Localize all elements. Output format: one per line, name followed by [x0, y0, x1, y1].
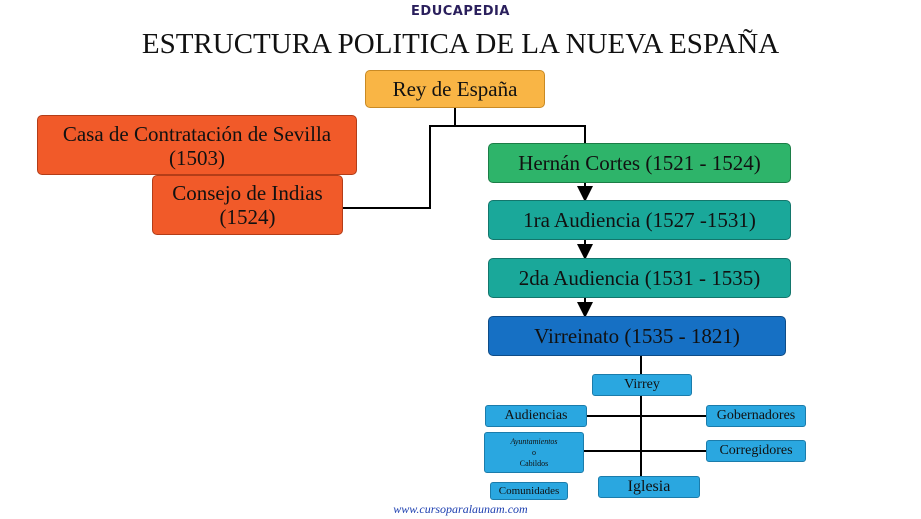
- casa-label-line1: Casa de Contratación de Sevilla: [62, 122, 332, 146]
- footer-url[interactable]: www.cursoparalaunam.com: [393, 502, 528, 516]
- comunidades-node: Comunidades: [490, 482, 568, 500]
- audiencia2-label: 2da Audiencia (1531 - 1535): [518, 265, 761, 290]
- virreinato-label: Virreinato (1535 - 1821): [534, 323, 740, 348]
- rey-label: Rey de España: [392, 76, 518, 101]
- corregidores-node: Corregidores: [706, 440, 806, 462]
- virrey-node: Virrey: [592, 374, 692, 396]
- audiencias-label: Audiencias: [504, 407, 568, 423]
- segunda-audiencia-node: 2da Audiencia (1531 - 1535): [488, 258, 791, 298]
- consejo-label-line1: Consejo de Indias: [172, 180, 323, 205]
- casa-label-line2: (1503): [169, 146, 225, 171]
- ayuntamientos-label-line1: Ayuntamientos: [510, 436, 558, 446]
- ayuntamientos-label-line3: Cabildos: [519, 459, 549, 469]
- casa-contratacion-node: Casa de Contratación de Sevilla (1503): [37, 115, 357, 175]
- cortes-label: Hernán Cortes (1521 - 1524): [518, 150, 761, 175]
- corregidores-label: Corregidores: [719, 442, 793, 458]
- audiencias-node: Audiencias: [485, 405, 587, 427]
- ayuntamientos-node: Ayuntamientos o Cabildos: [484, 432, 584, 473]
- educapedia-logo: EDUCAPEDIA: [411, 4, 510, 19]
- iglesia-node: Iglesia: [598, 476, 700, 498]
- virreinato-node: Virreinato (1535 - 1821): [488, 316, 786, 356]
- virrey-label: Virrey: [624, 376, 660, 392]
- gobernadores-node: Gobernadores: [706, 405, 806, 427]
- hernan-cortes-node: Hernán Cortes (1521 - 1524): [488, 143, 791, 183]
- consejo-indias-node: Consejo de Indias (1524): [152, 175, 343, 235]
- diagram-title: ESTRUCTURA POLITICA DE LA NUEVA ESPAÑA: [141, 28, 780, 60]
- consejo-label-line2: (1524): [219, 205, 276, 229]
- comunidades-label: Comunidades: [498, 484, 560, 497]
- audiencia1-label: 1ra Audiencia (1527 -1531): [523, 207, 756, 232]
- primera-audiencia-node: 1ra Audiencia (1527 -1531): [488, 200, 791, 240]
- gobernadores-label: Gobernadores: [716, 407, 796, 423]
- rey-connector: [343, 108, 456, 209]
- iglesia-label: Iglesia: [627, 477, 671, 495]
- rey-de-espana-node: Rey de España: [365, 70, 545, 108]
- rey-to-cortes-connector: [455, 125, 586, 143]
- ayuntamientos-label-line2: o: [532, 447, 536, 457]
